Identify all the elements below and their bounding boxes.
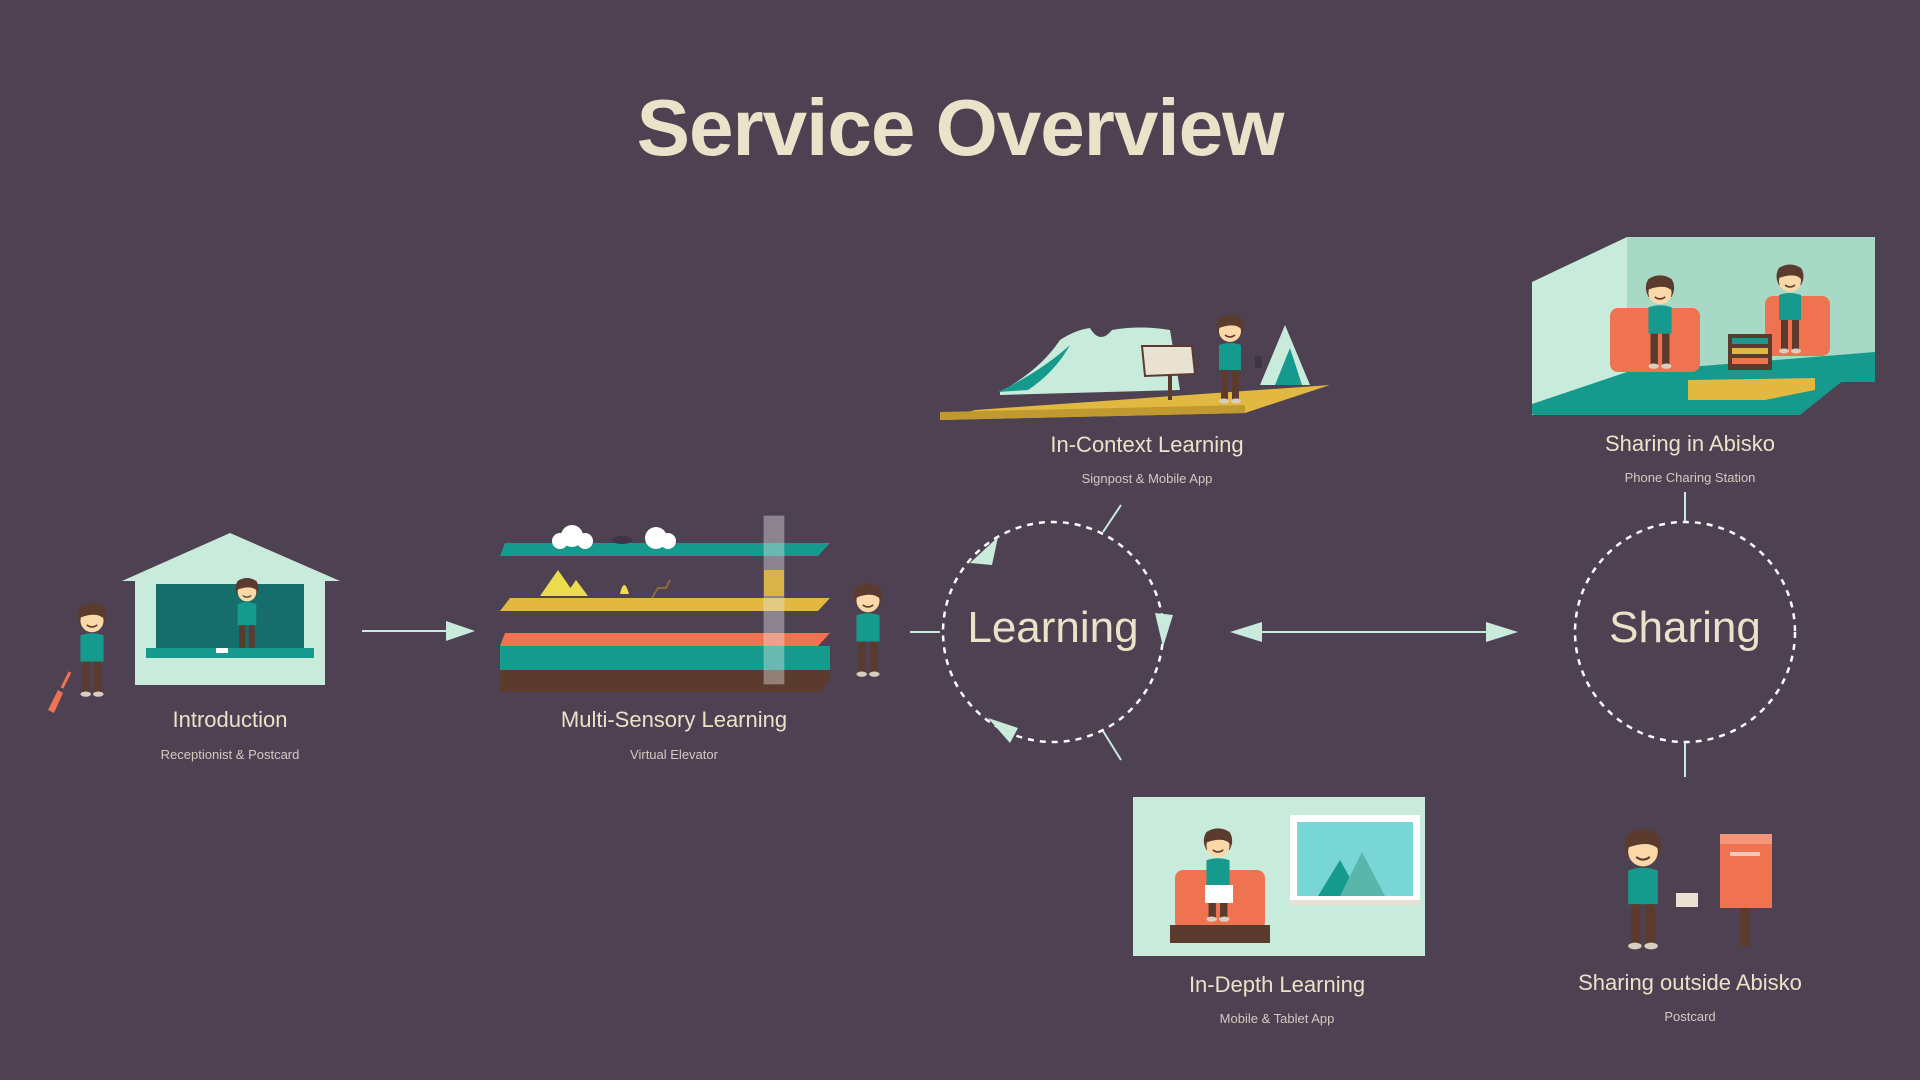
- sharing-in-sub: Phone Charing Station: [1624, 470, 1756, 485]
- multisensory-label: Multi-Sensory Learning: [560, 707, 788, 732]
- multisensory-sub: Virtual Elevator: [630, 747, 718, 762]
- sharing-cycle-label: Sharing: [1609, 603, 1761, 652]
- page-title: Service Overview: [636, 83, 1285, 172]
- learning-cycle: [941, 520, 1173, 744]
- incontext-sub: Signpost & Mobile App: [1081, 471, 1213, 486]
- indepth-label: In-Depth Learning: [1188, 972, 1366, 997]
- sharing-out-label: Sharing outside Abisko: [1578, 970, 1802, 995]
- multisensory-illustration: [500, 515, 940, 692]
- introduction-illustration: [48, 533, 340, 713]
- flow-arrows: [362, 492, 1686, 777]
- incontext-illustration: [940, 313, 1330, 420]
- sharing-out-illustration: [1623, 828, 1772, 951]
- indepth-illustration: [1133, 797, 1425, 956]
- introduction-sub: Receptionist & Postcard: [160, 747, 300, 762]
- sharing-in-label: Sharing in Abisko: [1605, 431, 1775, 456]
- indepth-sub: Mobile & Tablet App: [1219, 1011, 1335, 1026]
- sharing-cycle: [1573, 520, 1797, 744]
- sharing-in-illustration: [1532, 237, 1875, 415]
- introduction-label: Introduction: [172, 707, 288, 732]
- incontext-label: In-Context Learning: [1050, 432, 1244, 457]
- sharing-out-sub: Postcard: [1664, 1009, 1716, 1024]
- learning-cycle-label: Learning: [967, 603, 1139, 652]
